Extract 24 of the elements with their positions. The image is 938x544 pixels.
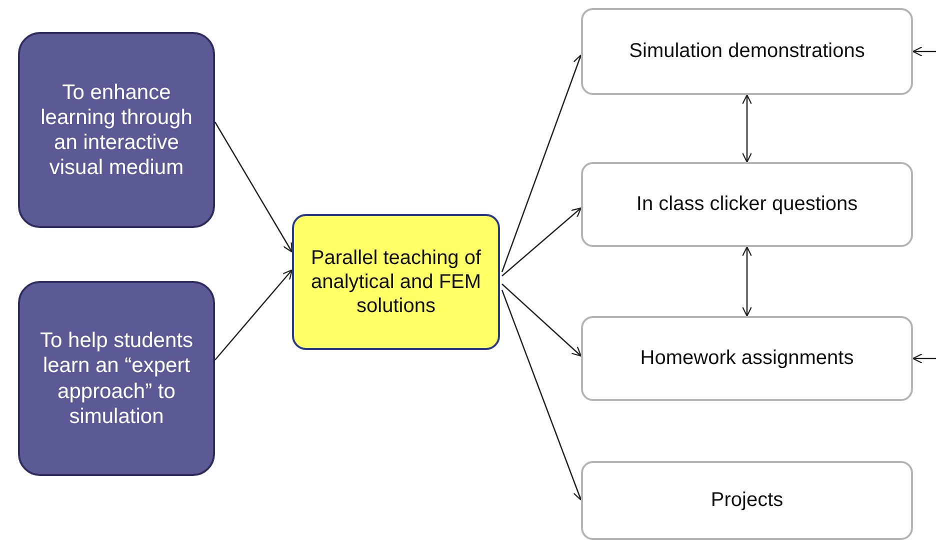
activity-box bbox=[581, 316, 913, 401]
arrow bbox=[912, 353, 936, 364]
arrow bbox=[214, 269, 293, 360]
goal-box bbox=[18, 281, 215, 476]
box-text: To help students learn an “expert approach” to simulation bbox=[39, 328, 194, 429]
box-text: To enhance learning through an interactive visual medium bbox=[40, 80, 194, 180]
arrow bbox=[501, 54, 583, 272]
arrow bbox=[912, 46, 936, 57]
box-text: In class clicker questions bbox=[636, 193, 858, 216]
central-box bbox=[292, 214, 500, 350]
activity-box bbox=[581, 8, 913, 95]
box-text: Projects bbox=[710, 489, 784, 512]
arrow bbox=[502, 284, 582, 357]
activity-box bbox=[581, 162, 913, 247]
arrow bbox=[214, 122, 293, 253]
box-text: Parallel teaching of analytical and FEM solutions bbox=[310, 246, 482, 318]
activity-box bbox=[581, 461, 913, 540]
arrow bbox=[501, 290, 583, 501]
arrow bbox=[742, 94, 752, 163]
box-text: Homework assignments bbox=[640, 347, 854, 370]
arrow bbox=[502, 207, 582, 276]
box-text: Simulation demonstrations bbox=[629, 40, 865, 63]
arrow bbox=[742, 246, 752, 317]
goal-box bbox=[18, 32, 215, 228]
